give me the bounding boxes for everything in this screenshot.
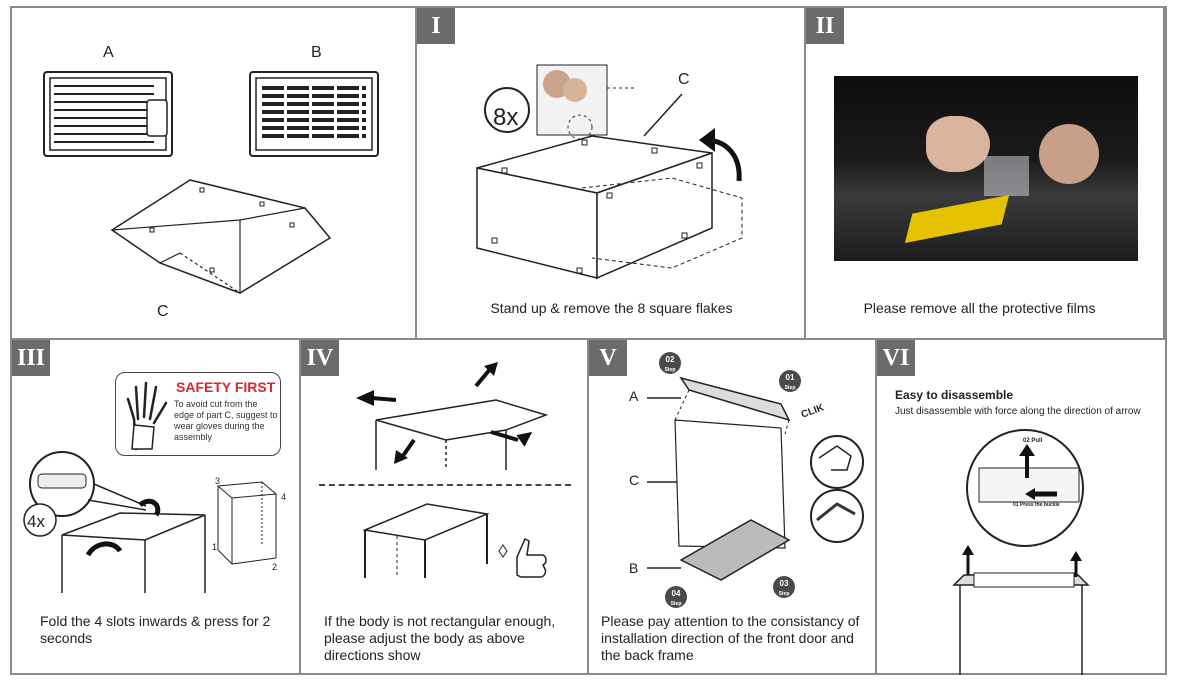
- flake-zoom-circle: [484, 64, 637, 136]
- panel-step-3: III SAFETY FIRST To avoid cut from the e…: [12, 340, 301, 675]
- corner-1: 1: [212, 542, 218, 552]
- box-drawing: [476, 135, 743, 280]
- lift-arrow-icon: [699, 128, 742, 182]
- step-badge-1: I: [417, 8, 455, 44]
- corner-4: 4: [281, 492, 287, 502]
- corner-2: 2: [272, 562, 278, 572]
- adjust-bottom-drawing: [362, 503, 490, 578]
- panel-step-1: I 8x C Stand up & remove the 8 square fl…: [417, 8, 806, 340]
- part-b-drawing: [249, 71, 379, 157]
- panel-step-2: II Please remove all the protective film…: [806, 8, 1165, 340]
- part-a-label: A: [103, 44, 114, 61]
- caption: If the body is not rectangular enough, p…: [324, 613, 556, 663]
- corner-3: 3: [215, 476, 221, 486]
- disassemble-zoom: [966, 429, 1084, 547]
- safety-box: SAFETY FIRST To avoid cut from the edge …: [115, 372, 281, 456]
- zoom-target-circle: [567, 114, 593, 140]
- hand-right: [1039, 124, 1099, 184]
- detail-zoom-circles: [810, 435, 864, 543]
- adjust-top-drawing: [356, 362, 549, 470]
- step-badge-2: II: [806, 8, 844, 44]
- unit-drawing: [952, 545, 1090, 675]
- safety-title: SAFETY FIRST: [176, 379, 276, 395]
- zoom-count: 4x: [27, 512, 45, 531]
- film-removal-photo: [834, 76, 1138, 261]
- pull-label: 02 Pull: [1023, 438, 1043, 444]
- subtitle: Just disassemble with force along the di…: [895, 406, 1141, 417]
- caption: Stand up & remove the 8 square flakes: [490, 300, 733, 316]
- part-c-label: C: [678, 71, 690, 88]
- divider-dashed: [319, 484, 571, 486]
- thumbs-up-icon: [498, 537, 547, 578]
- caption: Please remove all the protective films: [863, 300, 1096, 316]
- part-c-label: C: [629, 472, 640, 488]
- part-c-drawing: [110, 179, 332, 294]
- step-badge-4: IV: [301, 340, 339, 376]
- yellow-label: [904, 194, 1010, 244]
- panel-step-4: IV If the body is not rectangular enough…: [301, 340, 589, 675]
- panel-parts: A B C: [12, 8, 417, 340]
- safety-text: To avoid cut from the edge of part C, su…: [174, 399, 278, 442]
- glove-hand-icon: [126, 381, 168, 451]
- part-a-drawing: [43, 71, 173, 157]
- part-a-label: A: [629, 388, 639, 404]
- step-badge-3: III: [12, 340, 50, 376]
- part-b-label: B: [629, 560, 639, 576]
- caption: Please pay attention to the consistancy …: [601, 613, 860, 663]
- press-label: 01 Press the buckle: [1013, 502, 1060, 508]
- title: Easy to disassemble: [895, 388, 1014, 402]
- fold-zoom: [23, 451, 147, 537]
- zoom-count: 8x: [493, 104, 519, 131]
- step-badge-6: VI: [877, 340, 915, 376]
- box-outline-small: [216, 481, 278, 565]
- assembly-drawing: [647, 376, 791, 581]
- part-c-leader: [643, 93, 683, 137]
- panel-step-6: VI Easy to disassemble Just disassemble …: [877, 340, 1165, 675]
- film-sheet: [984, 156, 1029, 196]
- hand-left: [926, 116, 990, 172]
- box-fold-drawing: [61, 498, 206, 593]
- part-c-label: C: [157, 303, 169, 320]
- part-b-label: B: [311, 44, 322, 61]
- step-badge-5: V: [589, 340, 627, 376]
- caption: Fold the 4 slots inwards & press for 2 s…: [40, 613, 271, 646]
